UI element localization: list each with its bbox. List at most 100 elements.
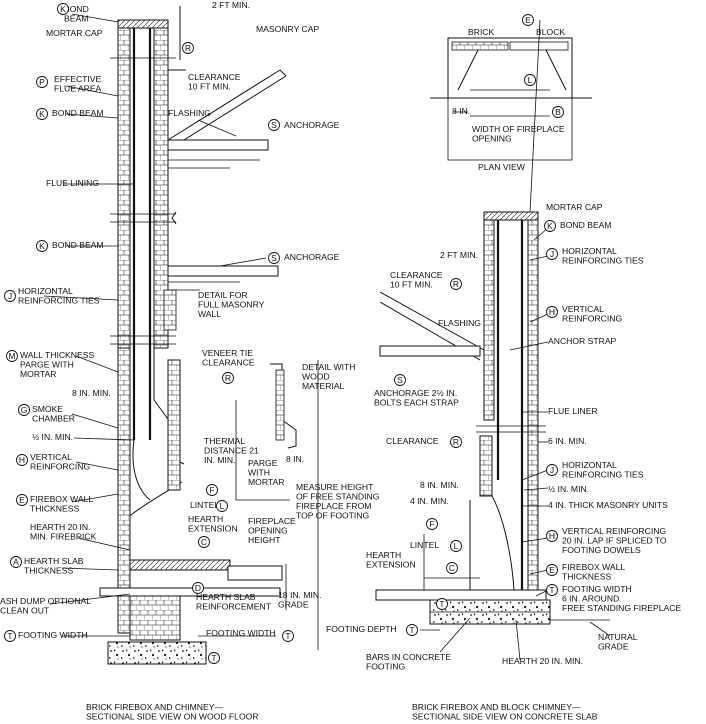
badge-e-1: E	[16, 494, 28, 506]
svg-text:R: R	[453, 437, 459, 447]
badge-t-right-2: T	[436, 598, 448, 610]
svg-text:H: H	[549, 531, 555, 541]
svg-text:M: M	[8, 351, 15, 361]
svg-text:L: L	[454, 541, 459, 551]
label-hearth-20-right: HEARTH 20 IN. MIN.	[502, 656, 583, 666]
badge-p: P	[36, 76, 48, 88]
svg-text:E: E	[549, 565, 555, 575]
svg-text:L: L	[220, 501, 225, 511]
badge-j-right-2: J	[546, 464, 558, 476]
badge-e-plan: E	[522, 14, 534, 26]
badge-g: G	[18, 404, 30, 416]
svg-text:J: J	[8, 291, 12, 301]
badge-b: B	[552, 106, 564, 118]
badge-k-1: K	[57, 3, 69, 15]
badge-r-right-2: R	[450, 436, 462, 448]
svg-text:H: H	[19, 455, 25, 465]
badge-t-2: T	[282, 630, 294, 642]
svg-text:R: R	[453, 279, 459, 289]
badge-l-1: L	[216, 500, 228, 512]
svg-text:J: J	[550, 249, 554, 259]
badge-s-right: S	[394, 374, 406, 386]
badge-d: D	[192, 582, 204, 594]
svg-text:J: J	[550, 465, 554, 475]
svg-text:F: F	[429, 519, 434, 529]
svg-text:D: D	[195, 583, 201, 593]
label-plan-block: BLOCK	[536, 27, 565, 37]
svg-text:F: F	[209, 485, 214, 495]
label-8in-min-right: 8 IN. MIN.	[420, 480, 459, 490]
badge-l-right: L	[450, 540, 462, 552]
label-2ft-min-top: 2 FT MIN.	[212, 0, 250, 10]
label-flashing-right: FLASHING	[438, 318, 481, 328]
badge-k-right: K	[544, 220, 556, 232]
badge-e-right: E	[546, 564, 558, 576]
left-chimney	[99, 6, 319, 665]
label-8in-min-left: 8 IN. MIN.	[72, 388, 111, 398]
label-anchorage-1: ANCHORAGE	[284, 120, 340, 130]
badge-t-1: T	[4, 630, 16, 642]
badge-j-1: J	[4, 290, 16, 302]
badge-t-3: T	[208, 652, 220, 664]
label-plan-view: PLAN VIEW	[478, 162, 526, 172]
svg-text:C: C	[201, 537, 207, 547]
badge-h-1: H	[16, 454, 28, 466]
label-flue-lining: FLUE LINING	[46, 178, 99, 188]
label-anchorage-2: ANCHORAGE	[284, 252, 340, 262]
wood-detail	[270, 363, 297, 449]
svg-text:S: S	[271, 253, 277, 263]
svg-text:E: E	[19, 495, 25, 505]
label-flashing-left: FLASHING	[168, 108, 211, 118]
label-bond-beam-right: BOND BEAM	[560, 220, 612, 230]
svg-text:P: P	[39, 77, 45, 87]
label-flue-liner: FLUE LINER	[548, 406, 598, 416]
label-half-in-min-left: ½ IN. MIN.	[32, 432, 73, 442]
svg-text:T: T	[409, 625, 414, 635]
label-footing-width-left: FOOTING WIDTH	[18, 630, 88, 640]
label-8in-detail: 8 IN.	[286, 454, 304, 464]
badge-f-1: F	[206, 484, 218, 496]
badge-r-right: R	[450, 278, 462, 290]
label-masonry-cap: MASONRY CAP	[256, 24, 319, 34]
badge-s-2: S	[268, 252, 280, 264]
badge-c-1: C	[198, 536, 210, 548]
svg-text:L: L	[528, 75, 533, 85]
label-mortar-cap-top: MORTAR CAP	[46, 28, 103, 38]
svg-text:R: R	[225, 373, 231, 383]
label-2ft-min-right: 2 FT MIN.	[440, 250, 478, 260]
badge-k-2: K	[36, 108, 48, 120]
svg-text:E: E	[525, 15, 531, 25]
svg-text:S: S	[271, 120, 277, 130]
svg-text:C: C	[449, 563, 455, 573]
svg-text:B: B	[555, 107, 561, 117]
right-chimney	[375, 211, 610, 625]
badge-a: A	[10, 556, 22, 568]
label-mortar-cap-right: MORTAR CAP	[546, 202, 603, 212]
label-hearth-20-left: HEARTH 20 IN.MIN. FIREBRICK	[30, 522, 97, 542]
svg-text:R: R	[185, 43, 191, 53]
label-footing-width-right: FOOTING WIDTH	[206, 628, 276, 638]
svg-text:T: T	[285, 631, 290, 641]
